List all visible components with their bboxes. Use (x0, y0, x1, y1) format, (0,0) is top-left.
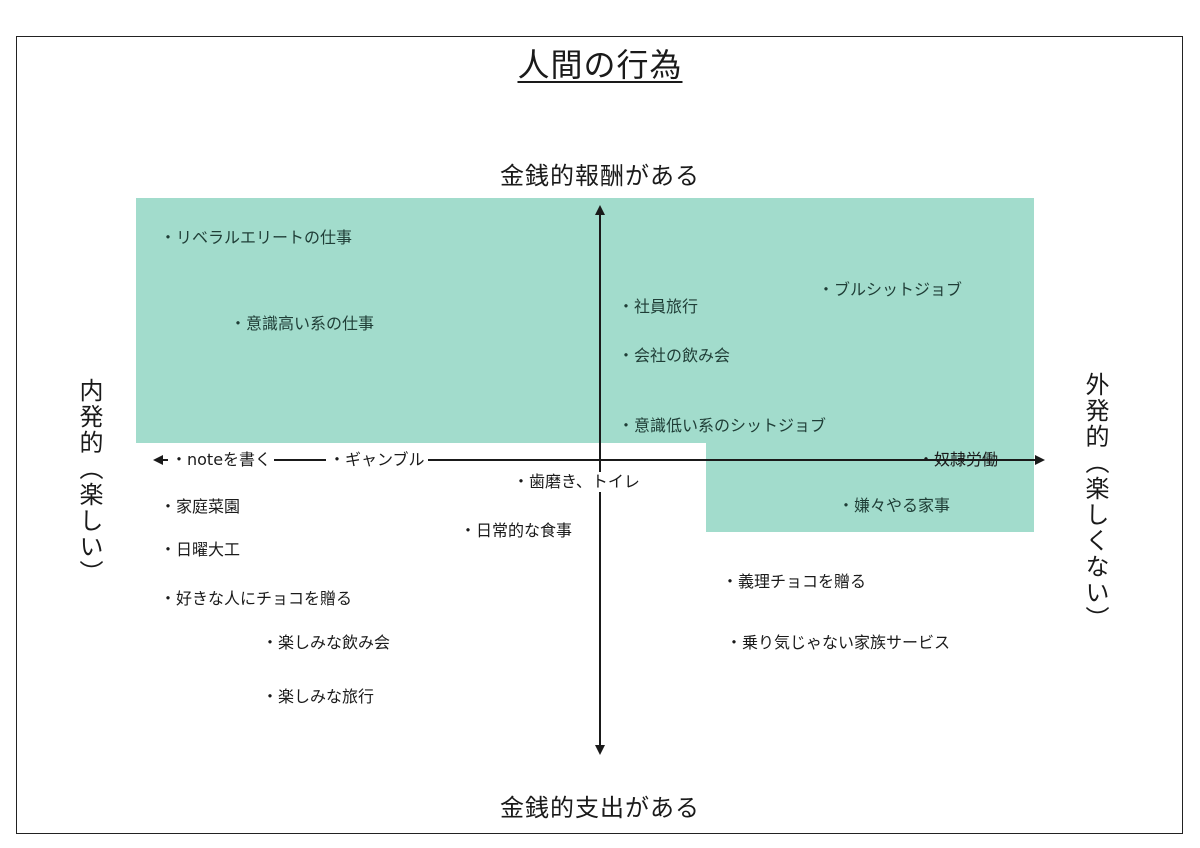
item-brushing-toilet: ・歯磨き、トイレ (510, 472, 643, 492)
diagram-frame (16, 36, 1183, 834)
item-sunday-carpentry: ・日曜大工 (160, 540, 241, 559)
item-company-trip: ・社員旅行 (618, 297, 699, 316)
item-chocolate-for-crush: ・好きな人にチョコを贈る (160, 589, 353, 608)
axis-label-right: 外発的（楽しくない） (1081, 372, 1109, 632)
axis-label-left: 内発的（楽しい） (75, 378, 103, 586)
item-fun-drinking: ・楽しみな飲み会 (262, 633, 391, 652)
axis-label-bottom: 金銭的支出がある (500, 794, 700, 822)
item-company-drinking: ・会社の飲み会 (618, 346, 731, 365)
highlight-region-right (706, 443, 1034, 532)
item-fun-trip: ・楽しみな旅行 (262, 687, 375, 706)
item-gamble: ・ギャンブル (326, 450, 428, 470)
item-reluctant-family-service: ・乗り気じゃない家族サービス (726, 633, 951, 652)
item-note-writing: ・noteを書く (168, 450, 275, 470)
item-low-awareness-shit-job: ・意識低い系のシットジョブ (618, 416, 827, 435)
item-high-awareness-work: ・意識高い系の仕事 (230, 314, 375, 333)
item-obligation-chocolate: ・義理チョコを贈る (722, 572, 867, 591)
item-reluctant-housework: ・嫌々やる家事 (838, 496, 951, 515)
item-home-garden: ・家庭菜園 (160, 497, 241, 516)
item-liberal-elite-work: ・リベラルエリートの仕事 (160, 228, 353, 247)
item-bullshit-job: ・ブルシットジョブ (818, 280, 963, 299)
axis-label-top: 金銭的報酬がある (500, 162, 700, 190)
highlight-region-top (136, 198, 1034, 443)
item-daily-meal: ・日常的な食事 (460, 521, 573, 540)
item-slave-labor: ・奴隷労働 (918, 450, 999, 469)
diagram-title: 人間の行為 (517, 46, 683, 84)
